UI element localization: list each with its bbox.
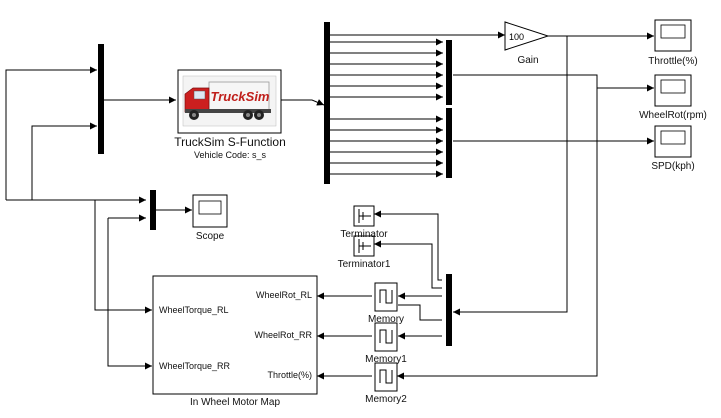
signal-wheelrot-feedback [397,88,598,380]
scope-wheelrot-block [654,74,692,107]
terminator-icon [358,239,371,253]
gain-triangle-icon [504,21,550,51]
mux-scope [150,190,156,230]
memory-icon [379,329,393,344]
mux-bottom [446,274,452,346]
signal-left-loop-inner [31,122,97,200]
scope-block [192,194,228,228]
truck-icon [184,81,271,120]
memory-0-block [374,282,398,312]
mux-left [98,44,104,154]
memory-0-label: Memory [367,314,405,325]
scope-throttle-label: Throttle(%) [648,56,698,67]
scope-screen-icon [198,200,222,215]
mux-scopes-a [446,40,452,105]
signal-to-wheelrot [453,74,654,92]
motor-map-output-rot-rr: WheelRot_RR [254,330,312,340]
motor-map-output-rot-rl: WheelRot_RL [255,290,312,300]
memory-2-block [374,362,398,392]
mux-bars [98,22,452,346]
memory-icon [379,369,393,384]
scope-screen-icon [660,24,686,39]
scope-wheelrot-label: WheelRot(rpm) [639,110,707,121]
memory-1-label: Memory1 [365,354,407,365]
signal-lines [5,31,654,380]
terminator-1-label: Terminator1 [337,259,391,270]
memory-2-label: Memory2 [365,394,407,405]
scope-throttle-block [654,19,692,52]
terminator-0-block [353,205,375,227]
trucksim-block: TruckSim [177,69,282,134]
motor-map-block [152,275,318,395]
motor-map-input-torque-rl: WheelTorque_RL [159,305,229,315]
gain-value: 100 [509,32,524,42]
demux-main [324,22,330,184]
scope-label: Scope [195,231,225,242]
scope-spd-label: SPD(kph) [651,161,695,172]
signal-trucksim-to-demux [281,99,325,106]
motor-map-input-torque-rr: WheelTorque_RR [159,361,231,371]
memory-icon [379,289,393,304]
trucksim-vehicle-code: Vehicle Code: s_s [193,150,267,160]
terminator-icon [358,209,371,223]
motor-map-output-throttle: Throttle(%) [267,370,312,380]
mux-scopes-b [446,108,452,178]
gain-name: Gain [517,55,539,66]
scope-screen-icon [660,130,686,145]
motor-map-name: In Wheel Motor Map [189,397,281,408]
scope-screen-icon [660,79,686,94]
memory-1-block [374,322,398,352]
terminator-1-block [353,235,375,257]
trucksim-name: TruckSim S-Function [174,135,286,149]
scope-spd-block [654,125,692,158]
gain-block: 100 [504,21,550,51]
signal-left-loop-outer [5,66,97,200]
trucksim-logo: TruckSim [210,89,269,104]
signal-throttle-feedback [453,36,568,316]
terminator-0-label: Terminator [340,229,388,240]
